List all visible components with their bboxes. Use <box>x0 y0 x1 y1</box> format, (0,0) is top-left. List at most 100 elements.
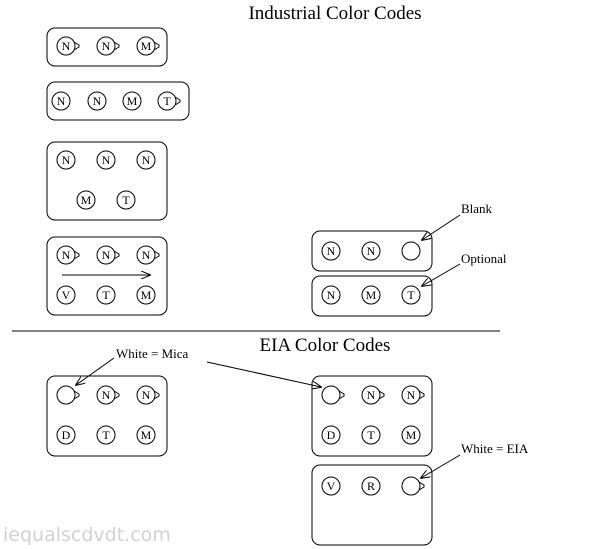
color-dot: T <box>157 91 181 111</box>
callout-blank: Blank <box>461 201 493 216</box>
dots-ind-c: N N N M T <box>56 150 156 210</box>
color-dot: N <box>56 245 80 265</box>
color-dot: N <box>51 91 71 111</box>
color-dot: N <box>87 91 107 111</box>
dot-letter: M <box>141 428 152 442</box>
callout-white-eia: White = EIA <box>461 441 529 456</box>
eia-heading: EIA Color Codes <box>260 335 391 356</box>
color-dot: N <box>96 150 116 170</box>
color-dot: M <box>401 425 421 445</box>
package-ind-b <box>46 81 190 121</box>
color-dot: N <box>96 36 120 56</box>
notch-mark <box>153 41 160 51</box>
color-dot: N <box>321 285 341 305</box>
callout-white-eia-arrow <box>421 454 461 478</box>
dot-letter: V <box>62 288 71 302</box>
notch-mark <box>338 390 345 400</box>
color-dot: N <box>96 245 120 265</box>
notch-mark <box>378 390 385 400</box>
color-dot: V <box>321 476 341 496</box>
color-dot: T <box>116 190 136 210</box>
dot-letter: D <box>327 428 336 442</box>
notch-mark <box>73 41 80 51</box>
notch-mark <box>113 390 120 400</box>
notch-mark <box>153 250 160 260</box>
dot-letter: N <box>407 388 416 402</box>
watermark: iequalscdvdt.com <box>3 524 171 546</box>
dot-letter: N <box>102 153 111 167</box>
dot-letter: N <box>62 248 71 262</box>
color-dot: T <box>96 285 116 305</box>
dot-letter: N <box>327 288 336 302</box>
color-dot: M <box>361 285 381 305</box>
dot-letter: T <box>102 428 110 442</box>
color-dot: M <box>136 425 156 445</box>
dot-letter: R <box>367 479 375 493</box>
dot-letter: M <box>141 39 152 53</box>
dot-letter: N <box>102 388 111 402</box>
color-dot: M <box>136 285 156 305</box>
dot-letter: T <box>407 288 415 302</box>
callout-optional-arrow <box>422 263 461 286</box>
dot-letter: N <box>142 388 151 402</box>
dot-letter: T <box>163 94 171 108</box>
notch-mark <box>174 96 181 106</box>
notch-mark <box>113 250 120 260</box>
notch-mark <box>418 390 425 400</box>
package-ind-d <box>46 236 168 316</box>
notch-mark <box>113 41 120 51</box>
dot-letter: T <box>102 288 110 302</box>
color-dot: N <box>96 385 120 405</box>
color-dot: D <box>56 425 76 445</box>
callout-white-mica: White = Mica <box>116 346 189 361</box>
dot-letter: N <box>102 248 111 262</box>
callout-blank-arrow <box>422 214 461 240</box>
package-eia-a <box>46 375 168 457</box>
color-dot: R <box>361 476 381 496</box>
callout-optional: Optional <box>461 251 507 266</box>
color-dot: N <box>321 241 341 261</box>
color-dot: T <box>401 285 421 305</box>
dot-letter: V <box>327 479 336 493</box>
dots-eia-a: N N D T M <box>56 385 160 445</box>
notch-mark <box>153 390 160 400</box>
dots-ind-d: N N N V T M <box>56 245 160 305</box>
color-dot: N <box>361 385 385 405</box>
notch-mark <box>418 481 425 491</box>
dot-letter: N <box>57 94 66 108</box>
callout-white-mica-arrow-left <box>76 357 115 385</box>
package-ind-a <box>46 27 168 67</box>
color-dot: N <box>56 150 76 170</box>
package-ind-e <box>311 230 433 272</box>
color-dot: N <box>136 245 160 265</box>
dot-letter: N <box>142 248 151 262</box>
package-eia-b <box>311 375 433 457</box>
dot-letter: N <box>102 39 111 53</box>
notch-mark <box>73 390 80 400</box>
color-dot: M <box>76 190 96 210</box>
dot-letter: N <box>327 244 336 258</box>
package-eia-c <box>311 464 433 546</box>
dot-letter: M <box>81 193 92 207</box>
color-dot: M <box>136 36 160 56</box>
dot-letter: N <box>62 153 71 167</box>
dot-letter: N <box>367 388 376 402</box>
dot-letter: M <box>127 94 138 108</box>
color-dot: T <box>96 425 116 445</box>
dot-letter: M <box>141 288 152 302</box>
color-dot: N <box>136 150 156 170</box>
dot-letter: T <box>122 193 130 207</box>
blank-dot <box>401 476 425 496</box>
color-dot: N <box>136 385 160 405</box>
dot-letter: M <box>406 428 417 442</box>
dot-letter: N <box>142 153 151 167</box>
color-dot: N <box>401 385 425 405</box>
color-dot: N <box>361 241 381 261</box>
dot-letter: N <box>93 94 102 108</box>
color-dot: M <box>122 91 142 111</box>
